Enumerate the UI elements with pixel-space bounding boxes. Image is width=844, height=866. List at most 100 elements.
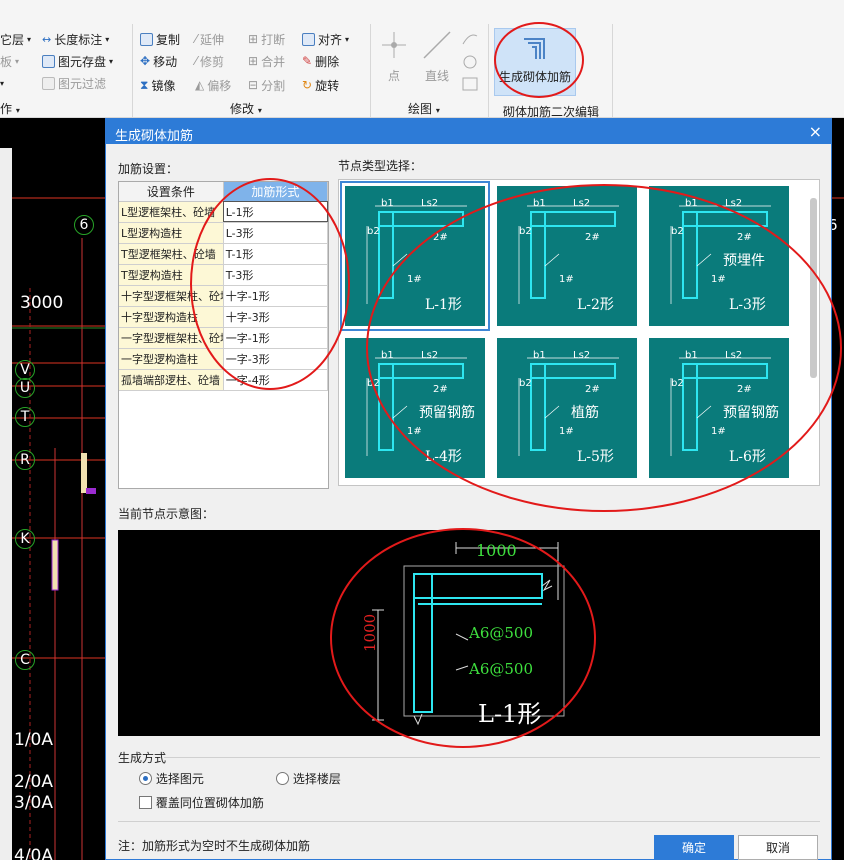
table-row[interactable]: 十字型逻构造柱十字-3形 bbox=[119, 306, 328, 328]
extend-button[interactable]: ⁄延伸 bbox=[195, 32, 225, 47]
bar-label: 2# bbox=[585, 384, 600, 395]
form-cell[interactable]: 一字-1形 bbox=[223, 327, 328, 349]
layers-menu[interactable]: 它层▾ bbox=[0, 32, 32, 47]
node-type-label: 节点类型选择： bbox=[338, 159, 423, 173]
element-store-button[interactable]: 图元存盘▾ bbox=[42, 52, 113, 70]
generation-mode-label: 生成方式 bbox=[118, 751, 167, 765]
point-button[interactable]: 点 bbox=[380, 30, 408, 83]
b2-label: b2 bbox=[519, 226, 532, 237]
dimension-text: 3000 bbox=[20, 293, 64, 313]
offset-button[interactable]: ◭偏移 bbox=[195, 78, 232, 93]
element-filter-button[interactable]: 图元过滤 bbox=[42, 74, 106, 92]
more-dropdown-icon[interactable]: ▾ bbox=[0, 78, 5, 88]
bar-label: 1# bbox=[711, 426, 726, 437]
axis-label: K bbox=[15, 529, 35, 549]
dim-left: 1000 bbox=[361, 613, 379, 652]
form-cell[interactable]: L-3形 bbox=[223, 222, 328, 244]
form-cell[interactable]: T-1形 bbox=[223, 243, 328, 265]
overwrite-checkbox[interactable]: 覆盖同位置砌体加筋 bbox=[139, 794, 264, 811]
b2-label: b2 bbox=[671, 226, 684, 237]
divider bbox=[118, 821, 820, 822]
mirror-button[interactable]: ⧗镜像 bbox=[140, 77, 176, 93]
table-row[interactable]: 一字型逻构造柱一字-3形 bbox=[119, 348, 328, 370]
dim-label: Ls2 bbox=[725, 198, 743, 209]
ok-button[interactable]: 确定 bbox=[654, 835, 734, 860]
select-floor-option[interactable]: 选择楼层 bbox=[276, 770, 341, 787]
break-button[interactable]: ⊞打断 bbox=[248, 32, 286, 47]
rebar-spec-1: A6@500 bbox=[469, 624, 534, 642]
split-button[interactable]: ⊟分割 bbox=[248, 78, 286, 93]
rotate-button[interactable]: ↻旋转 bbox=[302, 78, 340, 93]
preview-node-name: L-1形 bbox=[478, 700, 542, 728]
condition-cell: 孤墙端部逻柱、砼墙 bbox=[119, 369, 224, 391]
align-button[interactable]: 对齐▾ bbox=[302, 30, 349, 48]
merge-button[interactable]: ⊞合并 bbox=[248, 54, 286, 69]
table-row[interactable]: 孤墙端部逻柱、砼墙一字-4形 bbox=[119, 369, 328, 391]
bar-label: 1# bbox=[711, 274, 726, 285]
mirror-icon: ⧗ bbox=[140, 77, 149, 92]
note-text: 注：加筋形式为空时不生成砌体加筋 bbox=[118, 839, 311, 853]
b1-label: b1 bbox=[685, 198, 698, 209]
b2-label: b2 bbox=[367, 378, 380, 389]
condition-cell: T型逻构造柱 bbox=[119, 264, 224, 286]
bar-label: 2# bbox=[737, 232, 752, 243]
trim-button[interactable]: ⁄修剪 bbox=[195, 54, 225, 69]
preview-drawing bbox=[372, 542, 565, 726]
cancel-button[interactable]: 取消 bbox=[738, 835, 818, 860]
form-cell[interactable]: 十字-3形 bbox=[223, 306, 328, 328]
bar-label: 1# bbox=[559, 426, 574, 437]
generate-masonry-rebar-button[interactable]: 生成砌体加筋 bbox=[494, 28, 576, 96]
filter-icon bbox=[42, 76, 55, 90]
condition-cell: 十字型逻框架柱、砼墙 bbox=[119, 285, 224, 307]
bar-label: 1# bbox=[559, 274, 574, 285]
node-name: L-6形 bbox=[729, 449, 766, 465]
ribbon-toolbar: 它层▾ 板▾ ▾ ↔长度标注▾ 图元存盘▾ 图元过滤 复制 ✥移动 ⧗镜像 ⁄延… bbox=[0, 0, 844, 119]
node-diagram bbox=[366, 205, 467, 304]
close-icon[interactable]: × bbox=[808, 122, 822, 141]
axis-label-right: 6 bbox=[828, 216, 838, 234]
form-cell[interactable]: 一字-3形 bbox=[223, 348, 328, 370]
length-label-button[interactable]: ↔长度标注▾ bbox=[42, 32, 110, 47]
axis-label: V bbox=[15, 360, 35, 380]
copy-button[interactable]: 复制 bbox=[140, 30, 180, 48]
rotate-icon: ↻ bbox=[302, 78, 313, 92]
bar-label: 1# bbox=[407, 274, 422, 285]
form-cell[interactable]: 一字-4形 bbox=[223, 369, 328, 391]
delete-button[interactable]: ✎删除 bbox=[302, 54, 340, 69]
form-cell[interactable]: 十字-1形 bbox=[223, 285, 328, 307]
merge-icon: ⊞ bbox=[248, 54, 259, 68]
node-diagram bbox=[518, 357, 619, 456]
scrollbar[interactable] bbox=[810, 198, 817, 378]
group-label-modify: 修改 ▾ bbox=[230, 102, 262, 116]
line-button[interactable]: 直线 bbox=[420, 30, 454, 83]
select-element-option[interactable]: 选择图元 bbox=[139, 770, 204, 787]
column-header-form: 加筋形式 bbox=[223, 182, 328, 202]
move-button[interactable]: ✥移动 bbox=[140, 54, 178, 69]
bar-label: 2# bbox=[433, 384, 448, 395]
group-divider bbox=[370, 24, 371, 118]
condition-cell: 一字型逻框架柱、砼墙 bbox=[119, 327, 224, 349]
table-row[interactable]: 一字型逻框架柱、砼墙一字-1形 bbox=[119, 327, 328, 349]
form-cell[interactable]: L-1形 bbox=[223, 201, 328, 223]
generate-rebar-dialog: 生成砌体加筋 × 加筋设置： 节点类型选择： 设置条件 加筋形式 L型逻框架柱、… bbox=[105, 118, 832, 860]
b2-label: b2 bbox=[671, 378, 684, 389]
table-row[interactable]: 十字型逻框架柱、砼墙十字-1形 bbox=[119, 285, 328, 307]
slab-menu[interactable]: 板▾ bbox=[0, 54, 20, 69]
shape-tools[interactable] bbox=[460, 30, 480, 96]
bar-label: 2# bbox=[585, 232, 600, 243]
b1-label: b1 bbox=[381, 198, 394, 209]
form-cell[interactable]: T-3形 bbox=[223, 264, 328, 286]
axis-label: C bbox=[15, 650, 35, 670]
